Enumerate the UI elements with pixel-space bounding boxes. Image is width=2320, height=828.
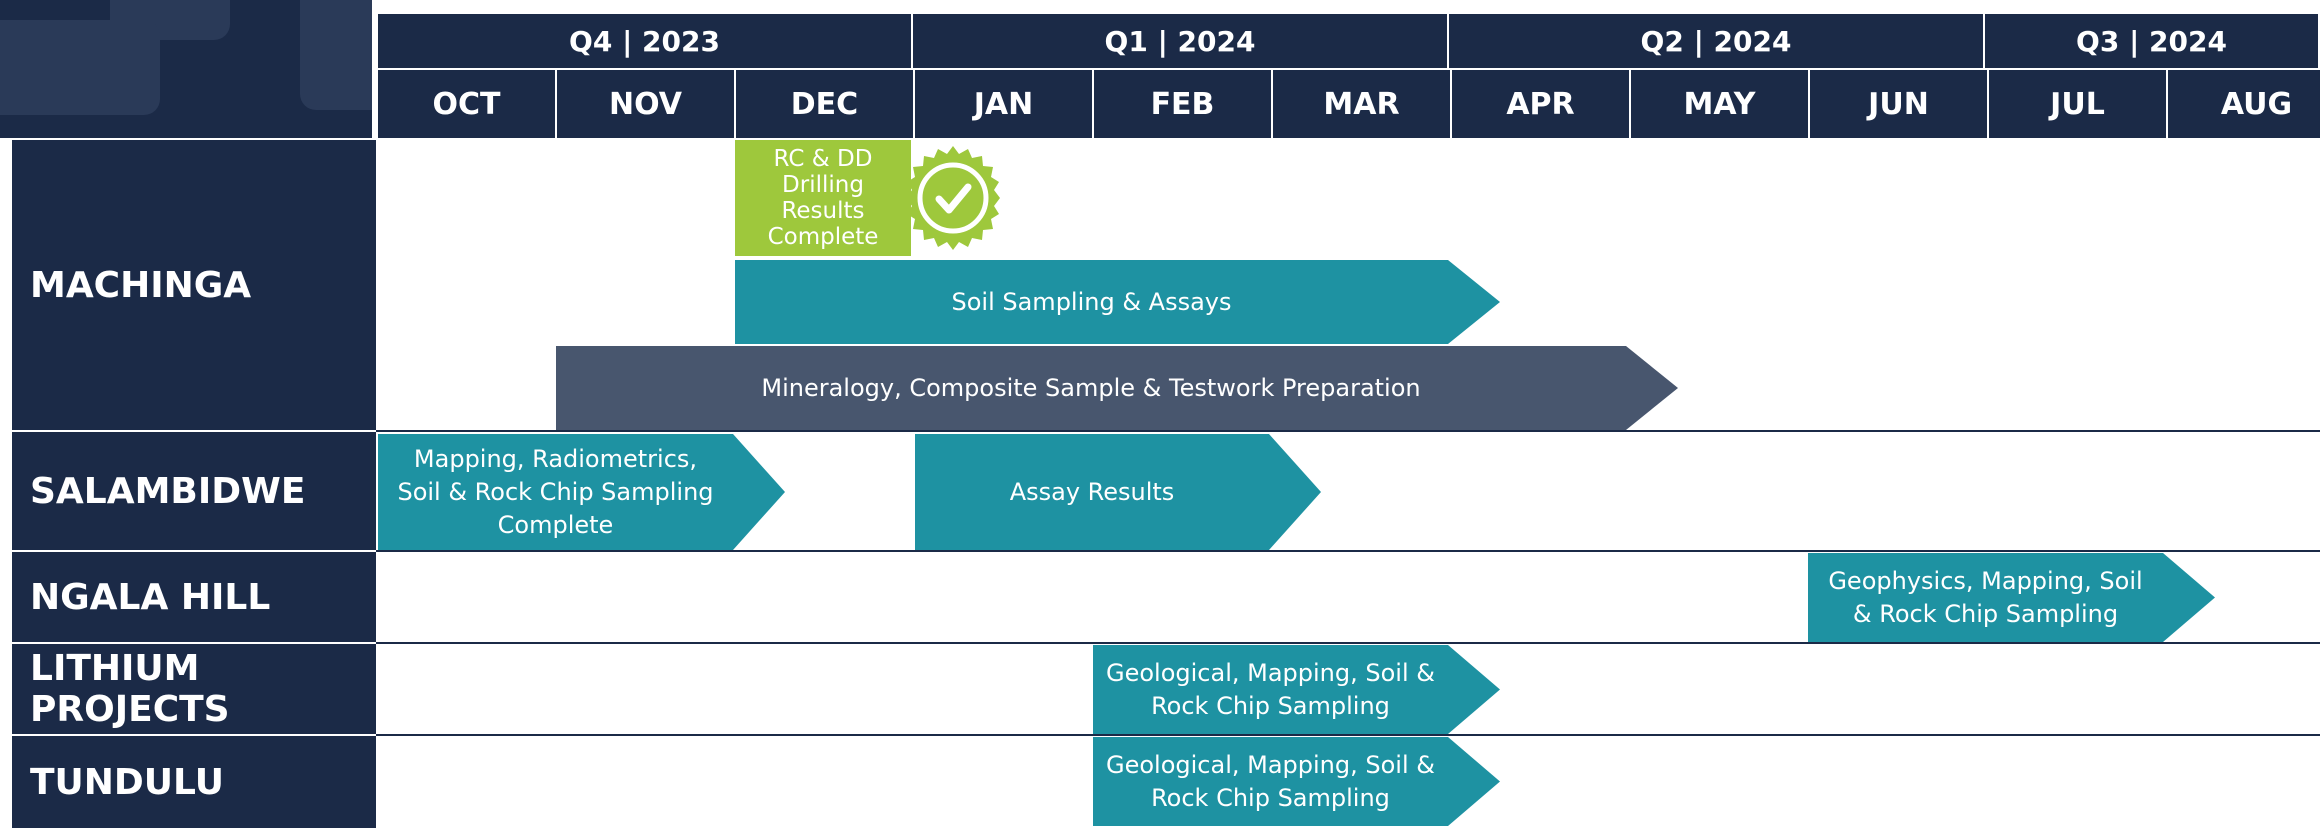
quarter-q2-2024: Q2 | 2024	[1447, 12, 1985, 70]
row-divider	[376, 430, 2320, 432]
task-soil-sampling-assays: Soil Sampling & Assays	[735, 260, 1500, 344]
task-geological-mapping-tundulu: Geological, Mapping, Soil & Rock Chip Sa…	[1093, 737, 1500, 826]
month-mar: MAR	[1271, 68, 1452, 140]
task-label: Soil Sampling & Assays	[951, 287, 1232, 316]
task-assay-results: Assay Results	[915, 434, 1321, 550]
month-jul: JUL	[1987, 68, 2168, 140]
month-aug: AUG	[2166, 68, 2320, 140]
task-label: Assay Results	[1009, 477, 1175, 506]
month-jan: JAN	[913, 68, 1094, 140]
header-corner-decoration	[0, 0, 372, 138]
row-label-lithium-projects: LITHIUM PROJECTS	[12, 644, 376, 736]
month-jun: JUN	[1808, 68, 1989, 140]
quarter-q1-2024: Q1 | 2024	[911, 12, 1449, 70]
row-label-tundulu: TUNDULU	[12, 736, 376, 828]
task-label: Mineralogy, Composite Sample & Testwork …	[761, 373, 1421, 402]
task-mapping-radiometrics: Mapping, Radiometrics, Soil & Rock Chip …	[378, 434, 785, 550]
task-geological-mapping-lithium: Geological, Mapping, Soil & Rock Chip Sa…	[1093, 645, 1500, 734]
row-divider	[376, 734, 2320, 736]
month-nov: NOV	[555, 68, 736, 140]
month-apr: APR	[1450, 68, 1631, 140]
quarter-q3-2024: Q3 | 2024	[1983, 12, 2320, 70]
month-feb: FEB	[1092, 68, 1273, 140]
row-divider	[376, 642, 2320, 644]
row-label-machinga: MACHINGA	[12, 140, 376, 432]
task-label: Geophysics, Mapping, Soil & Rock Chip Sa…	[1828, 566, 2143, 628]
row-label-salambidwe: SALAMBIDWE	[12, 432, 376, 552]
task-label: Geological, Mapping, Soil & Rock Chip Sa…	[1106, 658, 1435, 720]
task-label: Mapping, Radiometrics, Soil & Rock Chip …	[397, 444, 714, 539]
milestone-label: RC & DD Drilling Results Complete	[767, 146, 879, 250]
milestone-drilling-results: RC & DD Drilling Results Complete	[735, 140, 911, 256]
row-divider	[376, 550, 2320, 552]
task-geophysics-mapping: Geophysics, Mapping, Soil & Rock Chip Sa…	[1808, 553, 2215, 642]
task-mineralogy-testwork: Mineralogy, Composite Sample & Testwork …	[556, 346, 1678, 430]
month-oct: OCT	[376, 68, 557, 140]
month-dec: DEC	[734, 68, 915, 140]
month-may: MAY	[1629, 68, 1810, 140]
row-label-ngala-hill: NGALA HILL	[12, 552, 376, 644]
task-label: Geological, Mapping, Soil & Rock Chip Sa…	[1106, 750, 1435, 812]
check-badge-icon	[906, 146, 1000, 250]
quarter-q4-2023: Q4 | 2023	[376, 12, 913, 70]
